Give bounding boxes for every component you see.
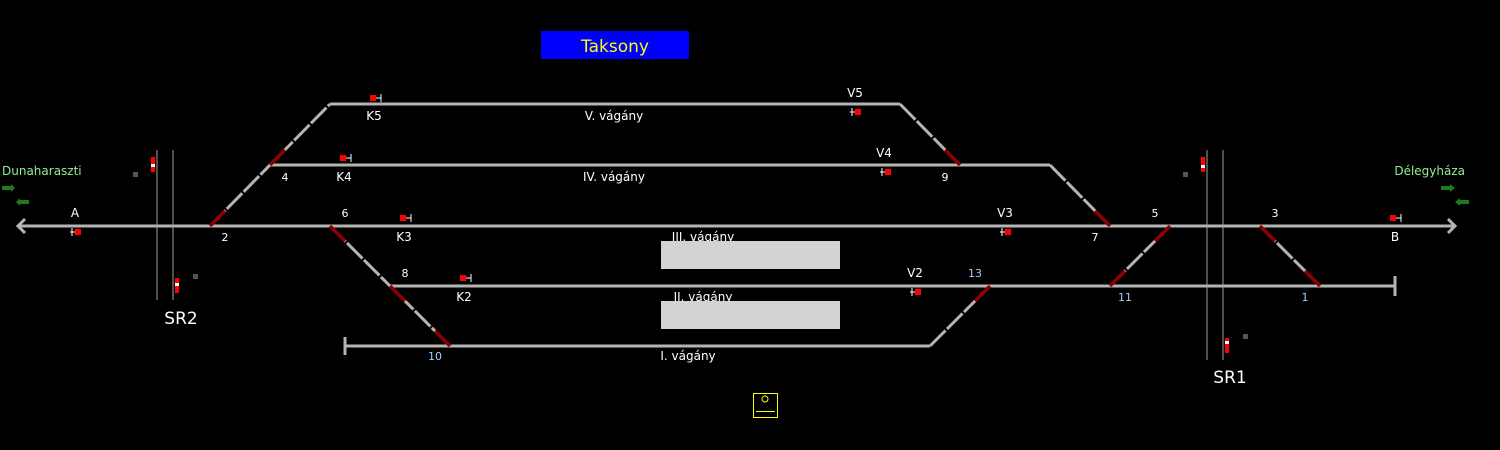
crossing-indicator: [1183, 172, 1188, 177]
control-panel-icon[interactable]: [753, 393, 778, 418]
switch-4[interactable]: [268, 148, 287, 167]
point-label-13: 13: [968, 267, 982, 280]
switch-5[interactable]: [1153, 224, 1172, 243]
point-label-5: 5: [1152, 207, 1159, 220]
point-label-9: 9: [942, 171, 949, 184]
signal-label-k3: K3: [396, 230, 412, 244]
arrow-right-icon[interactable]: [1441, 184, 1455, 192]
track-label-iv: IV. vágány: [583, 170, 645, 184]
switch-7[interactable]: [1093, 209, 1112, 228]
switches: [208, 148, 1322, 348]
point-label-8: 8: [402, 267, 409, 280]
crossing-label-sr1: SR1: [1213, 368, 1246, 388]
direction-arrows-left[interactable]: [2, 184, 29, 206]
signal-v5[interactable]: [850, 108, 861, 116]
track-label-i: I. vágány: [660, 349, 715, 363]
arrow-left-icon[interactable]: [1455, 198, 1469, 206]
track-label-ii: II. vágány: [674, 290, 733, 304]
signal-label-k2: K2: [456, 290, 472, 304]
track-label-v: V. vágány: [585, 109, 643, 123]
switch-2[interactable]: [208, 209, 227, 228]
level-crossing-sr1[interactable]: SR1: [1183, 150, 1248, 388]
switch-8[interactable]: [388, 284, 407, 303]
direction-arrows-right[interactable]: [1441, 184, 1469, 206]
crossing-indicator: [1243, 334, 1248, 339]
point-label-10: 10: [428, 350, 442, 363]
arrow-right-icon[interactable]: [2, 184, 15, 192]
switch-1[interactable]: [1303, 269, 1322, 288]
point-label-4: 4: [282, 171, 289, 184]
switch-11[interactable]: [1108, 269, 1127, 288]
crossing-indicator: [133, 172, 138, 177]
track-occupancy-iii: [661, 241, 840, 269]
arrow-right-icon: [1446, 217, 1458, 235]
signal-label-k5: K5: [366, 109, 382, 123]
switch-6[interactable]: [328, 224, 347, 243]
signal-v3[interactable]: [1000, 228, 1011, 236]
diagonal-13: [928, 284, 992, 348]
switch-3[interactable]: [1258, 224, 1277, 243]
signal-a[interactable]: [70, 228, 81, 236]
arrow-left-icon[interactable]: [16, 198, 29, 206]
point-label-7: 7: [1092, 231, 1099, 244]
level-crossing-sr2[interactable]: SR2: [133, 150, 198, 329]
track-label-iii: III. vágány: [672, 230, 734, 244]
signal-b[interactable]: [1390, 214, 1402, 222]
signal-label-v4: V4: [876, 146, 892, 160]
switch-10[interactable]: [433, 329, 452, 348]
diagonal-7: [1048, 163, 1112, 228]
arrow-left-icon: [15, 217, 27, 235]
signal-k3[interactable]: [400, 214, 412, 222]
signal-k2[interactable]: [460, 274, 472, 282]
signal-labels: K5 K4 K3 K2 V5 V4 V3 V2 A B: [71, 86, 1399, 304]
direction-label-dunaharaszti: Dunaharaszti: [2, 164, 82, 178]
signal-label-v3: V3: [997, 206, 1013, 220]
signal-v2[interactable]: [910, 288, 921, 296]
signal-v4[interactable]: [880, 168, 891, 176]
station-title-text: Taksony: [580, 37, 649, 57]
track-occupancy-ii: [661, 301, 840, 329]
signals[interactable]: [70, 94, 1402, 296]
signal-label-k4: K4: [336, 170, 352, 184]
crossing-indicator: [193, 274, 198, 279]
signal-k4[interactable]: [340, 154, 352, 162]
end-label-b: B: [1391, 230, 1399, 244]
signal-label-v5: V5: [847, 86, 863, 100]
switch-13[interactable]: [973, 284, 992, 303]
direction-label-delegyhaza: Délegyháza: [1394, 164, 1465, 178]
point-label-2: 2: [222, 231, 229, 244]
signal-k5[interactable]: [370, 94, 382, 102]
point-label-1: 1: [1302, 291, 1309, 304]
switch-9[interactable]: [943, 148, 962, 167]
crossing-label-sr2: SR2: [164, 309, 197, 329]
point-label-3: 3: [1272, 207, 1279, 220]
diagonal-9: [898, 102, 962, 167]
end-label-a: A: [71, 206, 80, 220]
station-title: Taksony: [541, 31, 689, 59]
track-labels: V. vágány IV. vágány III. vágány II. vág…: [583, 109, 734, 363]
point-label-11: 11: [1118, 291, 1132, 304]
point-label-6: 6: [342, 207, 349, 220]
point-numbers: 2 4 6 8 10 9 13 7 5 11 3 1: [222, 171, 1309, 363]
signal-label-v2: V2: [907, 266, 923, 280]
